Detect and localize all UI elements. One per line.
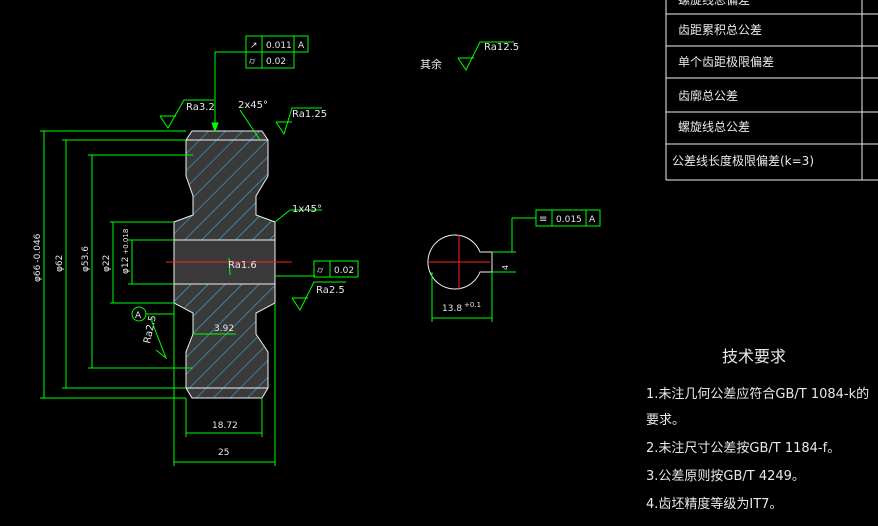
- dim-chamfer-hub: 1x45°: [292, 204, 322, 215]
- keyway-view: [427, 234, 493, 290]
- ra-bore: Ra1.6: [228, 260, 257, 271]
- diameter-dimensions: [40, 130, 193, 399]
- dim-chamfer-top: 2x45°: [238, 100, 268, 111]
- table-row-3: 齿廓总公差: [678, 88, 738, 103]
- dim-d-62: φ62: [55, 255, 65, 272]
- ra-top-right: Ra1.25: [292, 109, 327, 120]
- face-tolerance-frame: [313, 260, 359, 278]
- dim-keyway-width: 4: [501, 265, 510, 270]
- ra-rest-label: 其余: [420, 57, 442, 71]
- gear-section: [166, 130, 292, 399]
- tf-top-val1: 0.011: [266, 41, 292, 51]
- requirement-1: 1.未注几何公差应符合GB/T 1084-k的: [646, 386, 869, 402]
- tf-top-sym1: ↗: [250, 41, 258, 51]
- dim-d-53-6: φ53.6: [81, 246, 91, 272]
- tf-key-sym: ≡: [539, 214, 547, 225]
- tf-top-sym2: ⌭: [249, 57, 256, 67]
- requirements-title: 技术要求: [722, 347, 786, 366]
- table-row-partial: 螺旋线总偏差: [678, 0, 750, 7]
- tf-top-datum: A: [298, 41, 305, 51]
- tf-key-datum: A: [589, 215, 596, 225]
- dim-width-inner: 18.72: [212, 421, 238, 431]
- roughness-symbols: [151, 41, 514, 360]
- tf-face-val: 0.02: [334, 266, 354, 276]
- top-tolerance-frame: [211, 35, 309, 133]
- dim-d-outer: φ66-0.046: [33, 233, 43, 282]
- table-row-4: 螺旋线总公差: [678, 120, 750, 134]
- dim-keyway-depth: 13.8+0.1: [442, 301, 481, 314]
- requirement-2: 2.未注尺寸公差按GB/T 1184-f。: [646, 441, 840, 456]
- dim-d-22: φ22: [102, 255, 112, 272]
- ra-top-left: Ra3.2: [186, 102, 215, 113]
- tf-key-val: 0.015: [556, 215, 582, 225]
- datum-a-label: A: [135, 311, 142, 321]
- tf-top-val2: 0.02: [266, 57, 286, 67]
- tolerance-table: [665, 0, 878, 181]
- requirement-1b: 要求。: [646, 413, 685, 428]
- tf-face-sym: ⌭: [317, 266, 324, 276]
- table-row-1: 齿距累积总公差: [678, 23, 762, 37]
- keyway-dimensions: [431, 209, 601, 322]
- table-row-2: 单个齿距极限偏差: [678, 54, 774, 69]
- dim-hub-step: 3.92: [214, 324, 234, 334]
- ra-face-right: Ra2.5: [316, 285, 345, 296]
- requirement-3: 3.公差原则按GB/T 4249。: [646, 469, 805, 484]
- dim-width-total: 25: [218, 448, 229, 458]
- requirement-4: 4.齿坯精度等级为IT7。: [646, 496, 782, 512]
- width-dimensions: [173, 303, 276, 466]
- table-row-5: 公差线长度极限偏差(k=3): [672, 153, 814, 168]
- dim-d-bore: φ12+0.018: [121, 229, 131, 274]
- ra-rest-value: Ra12.5: [484, 42, 519, 53]
